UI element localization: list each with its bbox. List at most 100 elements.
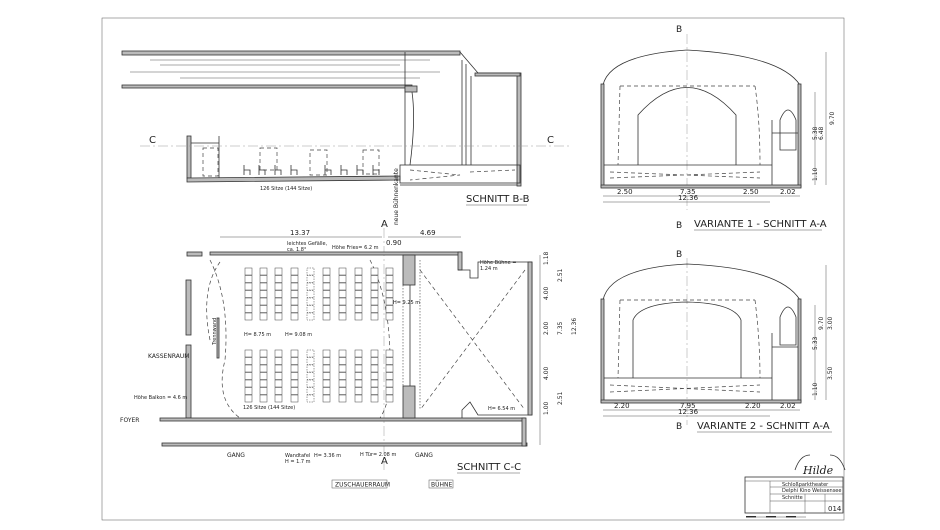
- seat: [290, 379, 299, 388]
- seat: [259, 357, 268, 365]
- seat: [385, 275, 394, 283]
- seat: [370, 364, 379, 373]
- seat: [290, 297, 299, 306]
- seat: [338, 297, 347, 306]
- sheet-number: 014: [828, 505, 842, 513]
- seat: [244, 394, 253, 403]
- seat: [290, 387, 299, 395]
- seat: [354, 267, 363, 276]
- seat: [322, 312, 331, 321]
- seat: [385, 379, 394, 388]
- seat: [259, 364, 268, 373]
- slope-angle: ca. 1.8°: [287, 247, 307, 253]
- height-8-75: H= 8.75 m: [244, 332, 271, 338]
- seat: [322, 297, 331, 306]
- seat: [354, 394, 363, 403]
- seat: [338, 305, 347, 313]
- cut-marker-c-left: C: [149, 135, 156, 146]
- dim-v-1-10: 1.10: [812, 382, 819, 396]
- seat: [370, 379, 379, 388]
- seat: [259, 297, 268, 306]
- ceiling-slab: [121, 84, 413, 89]
- seat: [306, 297, 315, 306]
- seat: [306, 394, 315, 403]
- seat: [354, 290, 363, 298]
- seat: [338, 290, 347, 298]
- seat: [274, 290, 283, 298]
- seat: [244, 364, 253, 373]
- cut-marker-b-bottom: B: [676, 221, 682, 231]
- seat: [354, 275, 363, 283]
- seat: [290, 372, 299, 380]
- zone-label-auditorium: ZUSCHAUERRAUM: [335, 482, 390, 489]
- seat: [322, 267, 331, 276]
- seat: [306, 387, 315, 395]
- variant-1-section: B 2.50 7.35 2.50 2.02 12.36 5.38 6.48 9.…: [600, 25, 836, 231]
- seat: [354, 297, 363, 306]
- seat: [244, 379, 253, 388]
- dim-right: 2.50: [743, 188, 759, 196]
- seat: [385, 372, 394, 380]
- corridor-south-wall: [161, 442, 528, 447]
- seat: [385, 282, 394, 291]
- seat: [290, 305, 299, 313]
- seat: [259, 372, 268, 380]
- seat: [338, 312, 347, 321]
- seat: [354, 372, 363, 380]
- seat: [385, 357, 394, 365]
- wall-panel-label: Wandtafel: [285, 453, 310, 459]
- seat: [322, 372, 331, 380]
- seat: [385, 387, 394, 395]
- balcony-height: Höhe Balkon = 4.6 m: [134, 395, 187, 401]
- partition-label: Trennwand: [212, 318, 218, 346]
- room-label-gang-right: GANG: [415, 452, 433, 459]
- frieze-height: Höhe Fries= 6.2 m: [332, 245, 379, 251]
- seat: [385, 267, 394, 276]
- dim-side: 2.02: [780, 402, 796, 410]
- dim-v-3-50: 3.50: [827, 366, 834, 380]
- dim-apron: 0.90: [386, 239, 402, 247]
- dim-v-1-10: 1.10: [812, 167, 819, 181]
- seat: [290, 349, 299, 358]
- seat: [259, 275, 268, 283]
- seat: [338, 387, 347, 395]
- seat: [338, 349, 347, 358]
- sloped-floor: [186, 175, 401, 183]
- seat: [370, 357, 379, 365]
- seat-count-label: 126 Sitze (144 Sitze): [260, 186, 312, 192]
- dim-left: 2.20: [614, 402, 630, 410]
- seat: [306, 372, 315, 380]
- seat: [385, 394, 394, 403]
- seat: [244, 267, 253, 276]
- dim-v-3-00: 3.00: [827, 316, 834, 330]
- building-name: Delphi Kino Weissensee: [782, 488, 841, 494]
- seat: [322, 364, 331, 373]
- seat: [306, 290, 315, 298]
- dim-hall: 13.37: [290, 229, 310, 237]
- seat: [322, 290, 331, 298]
- seat: [290, 394, 299, 403]
- dim-left: 2.50: [617, 188, 633, 196]
- seat: [274, 379, 283, 388]
- seat: [290, 290, 299, 298]
- dim-total: 12.36: [678, 194, 699, 202]
- seat: [370, 290, 379, 298]
- seat: [244, 349, 253, 358]
- section-cc: A 13.37 4.69 0.90 leichtes Gefälle, ca. …: [120, 219, 578, 489]
- slope-note: leichtes Gefälle,: [287, 241, 328, 247]
- seat: [322, 379, 331, 388]
- seat: [274, 364, 283, 373]
- drawing-name: Schnitte: [782, 495, 803, 501]
- seat: [354, 379, 363, 388]
- seat: [259, 290, 268, 298]
- dim-v-5-38: 5.38: [812, 126, 819, 140]
- seat: [385, 290, 394, 298]
- cut-marker-b-bottom: B: [676, 422, 682, 432]
- seat: [244, 305, 253, 313]
- variant-1-title: VARIANTE 1 - SCHNITT A-A: [694, 219, 827, 230]
- seat: [385, 312, 394, 321]
- seat: [370, 372, 379, 380]
- seat: [274, 305, 283, 313]
- seat: [274, 349, 283, 358]
